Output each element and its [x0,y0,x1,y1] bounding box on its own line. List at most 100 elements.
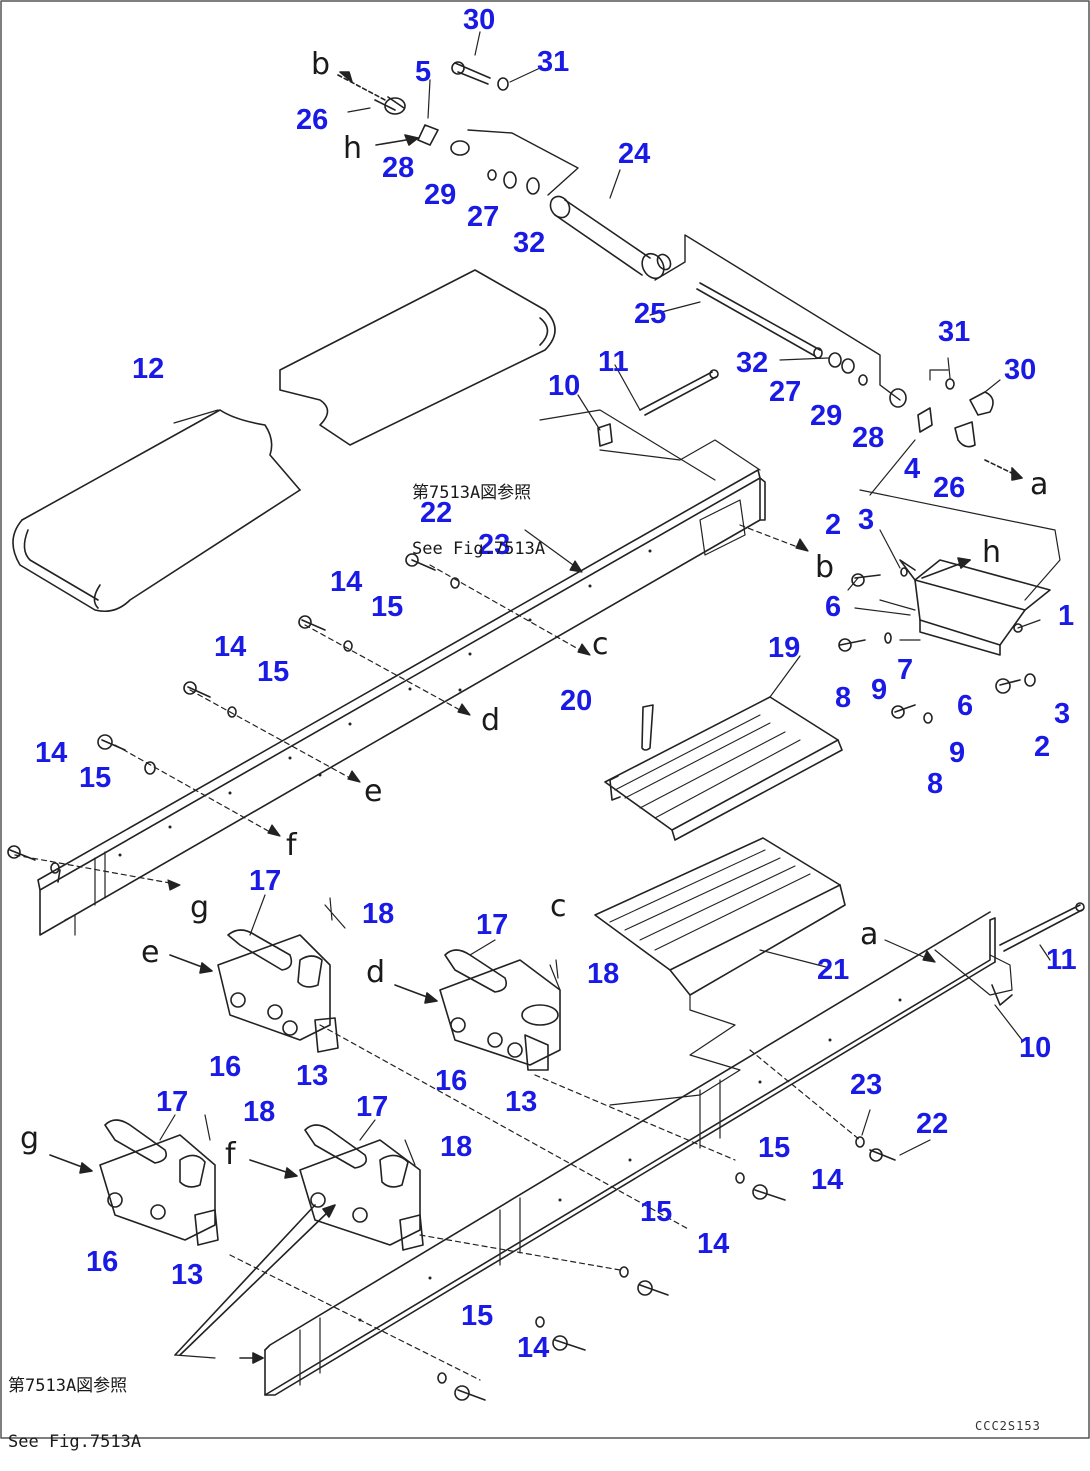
callout-14: 14 [697,1228,730,1260]
callout-17: 17 [356,1091,389,1123]
leader-lines-upper [14,524,809,891]
connector-letter-d: d [481,703,501,738]
callout-17: 17 [156,1086,189,1118]
callout-17: 17 [249,865,282,897]
figure-reference-top: 第7513A図参照 See Fig.7513A [412,447,545,578]
callout-21: 21 [817,954,850,986]
connector-letter-c: c [592,627,609,662]
roller-bracket-g [49,1114,219,1246]
connector-letter-a: a [860,917,879,952]
callout-8: 8 [835,682,852,714]
drawing-border [0,0,1090,1439]
roller-bracket-d [394,949,561,1071]
callout-6: 6 [957,690,974,722]
callout-13: 13 [505,1086,538,1118]
connector-letter-b: b [815,550,835,585]
callout-11: 11 [598,346,629,378]
connector-letter-f: f [286,828,297,863]
callout-9: 9 [949,737,966,769]
callout-26: 26 [933,472,966,504]
connector-letter-e: e [364,774,383,809]
callout-10: 10 [548,370,581,402]
callout-14: 14 [811,1164,844,1196]
bolt-11-top [597,369,719,447]
upper-side-frame [37,409,766,936]
connector-letter-f: f [225,1137,236,1172]
callout-26: 26 [296,104,329,136]
callout-15: 15 [758,1132,791,1164]
bolts-lower-right [437,1136,896,1401]
callout-5: 5 [415,56,432,88]
callout-4: 4 [904,453,921,485]
callout-16: 16 [209,1051,242,1083]
callout-18: 18 [243,1096,276,1128]
callout-19: 19 [768,632,801,664]
callout-3: 3 [1054,698,1071,730]
figure-reference-line-ja: 第7513A図参照 [412,483,532,504]
callout-25: 25 [634,298,667,330]
callout-1: 1 [1058,600,1075,632]
callout-6: 6 [825,591,842,623]
callout-12: 12 [132,353,165,385]
hardware-top-left [337,61,540,195]
callout-29: 29 [424,179,457,211]
conveyor-belt-12 [12,269,556,613]
callout-13: 13 [171,1259,204,1291]
callout-15: 15 [640,1196,673,1228]
roller-bracket-e [169,897,346,1053]
connector-letter-a: a [1030,467,1049,502]
callout-2: 2 [825,509,842,541]
callout-23: 23 [478,529,511,561]
callout-32: 32 [513,227,546,259]
connector-letter-g: g [190,890,210,925]
callout-9: 9 [871,674,888,706]
callout-11: 11 [1046,944,1077,976]
connector-letter-e: e [141,935,160,970]
figure-reference-line-en: See Fig.7513A [8,1432,142,1453]
callout-27: 27 [769,376,802,408]
callout-16: 16 [86,1246,119,1278]
figure-reference-line-en: See Fig.7513A [412,539,546,560]
callout-13: 13 [296,1060,329,1092]
step-plate-21 [594,837,846,1106]
callout-31: 31 [537,46,570,78]
shaft-25 [696,282,823,359]
callout-18: 18 [587,958,620,990]
callout-24: 24 [618,138,651,170]
lower-side-frame [264,911,1013,1396]
callout-15: 15 [371,591,404,623]
callout-3: 3 [858,504,875,536]
callout-30: 30 [1004,354,1037,386]
connector-letter-b: b [311,47,331,82]
bracket-assembly-right [838,489,1061,724]
connector-letter-h: h [343,131,363,166]
figure-reference-line-ja: 第7513A図参照 [8,1376,128,1397]
callout-23: 23 [850,1069,883,1101]
callout-27: 27 [467,201,500,233]
connector-letter-c: c [550,889,567,924]
callout-14: 14 [517,1332,550,1364]
callout-15: 15 [461,1300,494,1332]
callout-14: 14 [330,566,363,598]
callout-14: 14 [214,631,247,663]
connector-letter-g: g [20,1121,40,1156]
callout-14: 14 [35,737,68,769]
roller-24 [549,195,672,280]
callout-22: 22 [916,1108,949,1140]
drawing-code: CCC2S153 [975,1419,1041,1433]
connector-letter-h: h [982,535,1002,570]
bolt-11-lower [999,902,1085,952]
callout-28: 28 [852,422,885,454]
callout-32: 32 [736,347,769,379]
roller-bracket-f [174,1124,424,1364]
bolts-upper-left [7,553,460,874]
connector-letter-d: d [366,955,386,990]
callout-18: 18 [362,898,395,930]
callout-15: 15 [257,656,290,688]
callout-18: 18 [440,1131,473,1163]
callout-2: 2 [1034,731,1051,763]
exploded-view-drawing [0,0,1090,1439]
callout-28: 28 [382,152,415,184]
callout-16: 16 [435,1065,468,1097]
